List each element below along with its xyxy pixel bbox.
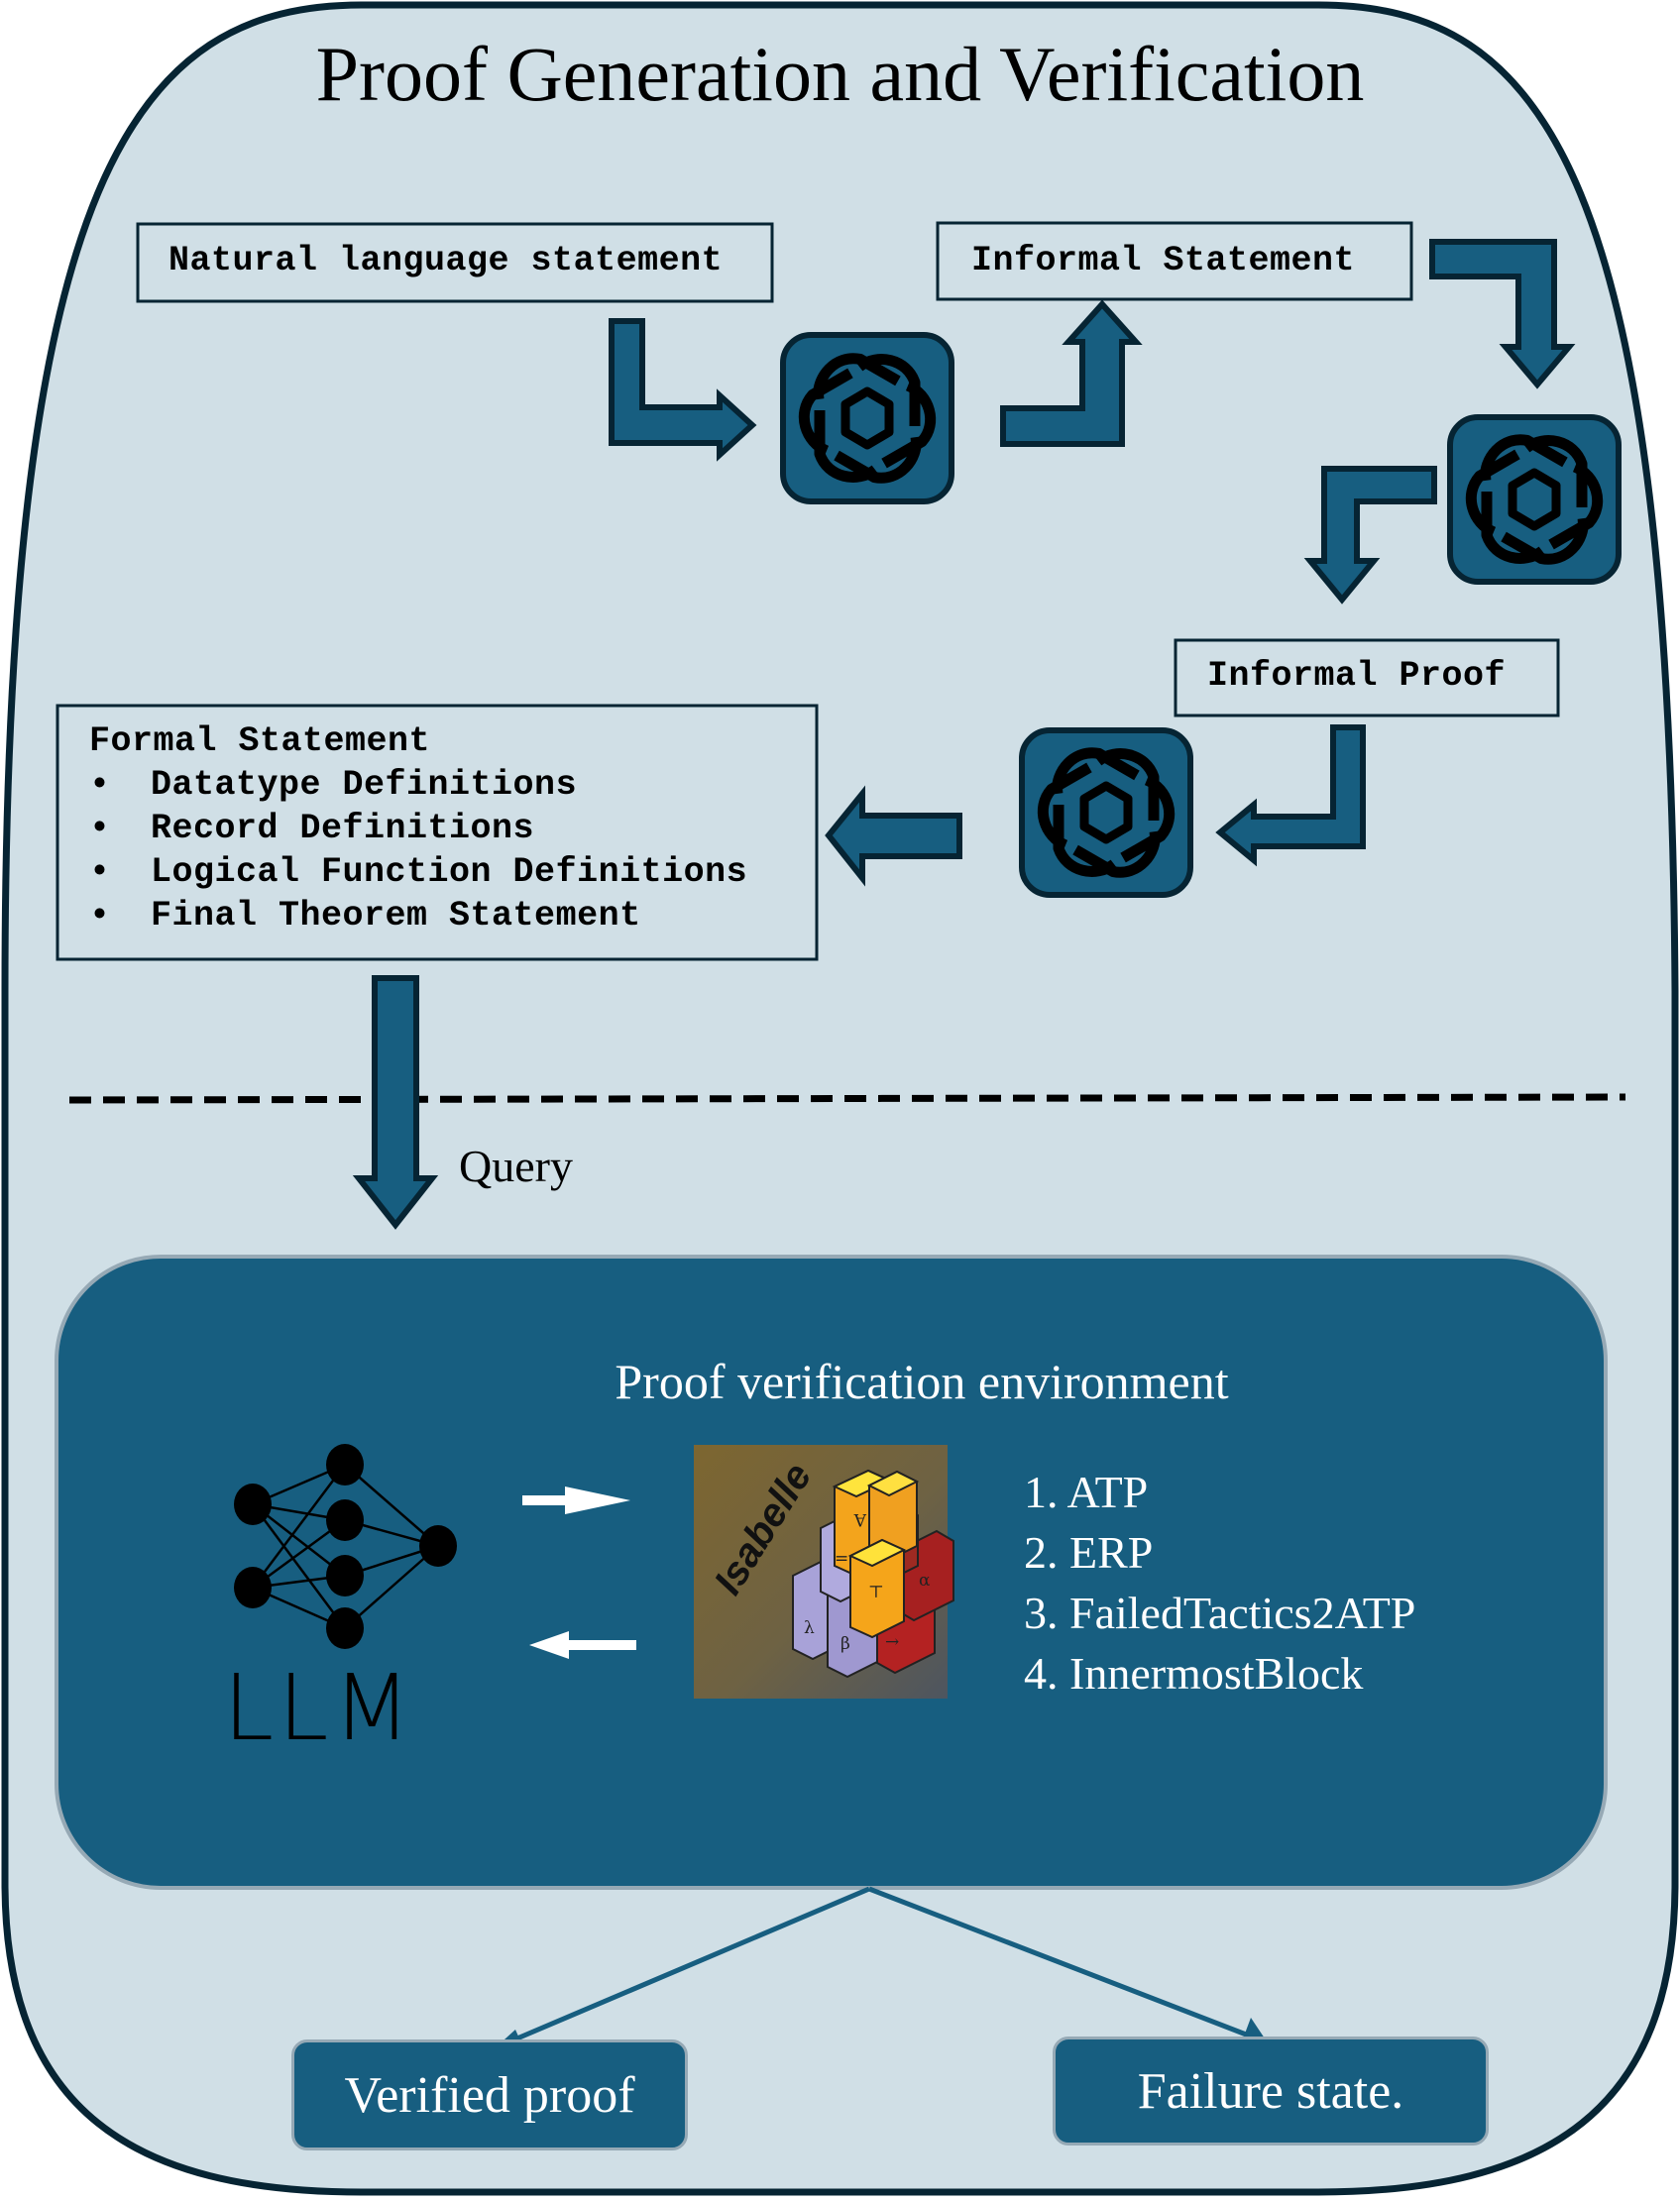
page-title: Proof Generation and Verification — [315, 31, 1365, 117]
svg-text:→: → — [885, 1632, 899, 1652]
arrow-to-informal-statement — [1000, 299, 1143, 447]
arrow-left-icon — [529, 1631, 636, 1659]
isabelle-logo-icon: Isabelle λ β = — [694, 1445, 954, 1699]
formal-statement-heading: Formal Statement — [89, 721, 431, 761]
method-item: 1. ATP — [1024, 1467, 1149, 1517]
arrow-to-formal-statement — [825, 785, 962, 887]
bullet-item: • Record Definitions — [89, 809, 535, 848]
nn-node — [234, 1567, 272, 1608]
query-label: Query — [459, 1141, 573, 1191]
formal-statement-bullets: • Datatype Definitions • Record Definiti… — [89, 763, 747, 937]
svg-text:λ: λ — [804, 1618, 815, 1638]
svg-text:β: β — [840, 1634, 850, 1654]
informal-statement-box-frame — [936, 221, 1413, 301]
method-item: 3. FailedTactics2ATP — [1024, 1588, 1416, 1638]
verification-environment-title: Proof verification environment — [615, 1354, 1229, 1409]
nn-node — [419, 1525, 457, 1567]
svg-text:A: A — [853, 1509, 867, 1529]
arrow-right-icon — [522, 1486, 630, 1514]
nn-node — [326, 1444, 364, 1486]
natural-language-box-frame — [136, 222, 774, 303]
arrow-to-llm-1 — [609, 318, 757, 462]
formal-statement-box: Formal Statement • Datatype Definitions … — [89, 719, 747, 937]
verified-proof-box: Verified proof — [291, 2039, 688, 2150]
arrow-to-llm-3 — [1215, 724, 1366, 867]
verification-methods-list: 1. ATP 2. ERP 3. FailedTactics2ATP 4. In… — [1024, 1462, 1415, 1704]
svg-text:α: α — [919, 1571, 931, 1591]
nn-node — [234, 1484, 272, 1525]
method-item: 4. InnermostBlock — [1024, 1648, 1364, 1699]
section-divider — [68, 1093, 1626, 1104]
natural-language-statement-box: Natural language statement — [168, 241, 724, 280]
outcome-arrows — [504, 1886, 1255, 2046]
arrow-to-informal-proof — [1303, 466, 1437, 605]
bullet-item: • Final Theorem Statement — [89, 896, 641, 936]
svg-text:=: = — [835, 1549, 848, 1569]
informal-proof-box: Informal Proof — [1207, 656, 1507, 696]
formal-statement-box-frame — [56, 704, 819, 961]
informal-statement-box: Informal Statement — [971, 241, 1356, 280]
arrow-to-llm-2 — [1429, 239, 1576, 389]
svg-text:⊤: ⊤ — [868, 1583, 884, 1602]
bullet-item: • Datatype Definitions — [89, 765, 578, 805]
query-arrow — [352, 975, 439, 1230]
llm-label: LLM — [223, 1655, 415, 1761]
method-item: 2. ERP — [1024, 1527, 1154, 1578]
informal-proof-box-frame — [1174, 638, 1560, 717]
bullet-item: • Logical Function Definitions — [89, 852, 748, 892]
failure-state-box: Failure state. — [1053, 2037, 1489, 2146]
nn-node — [326, 1499, 364, 1541]
nn-node — [326, 1607, 364, 1649]
nn-node — [326, 1555, 364, 1596]
